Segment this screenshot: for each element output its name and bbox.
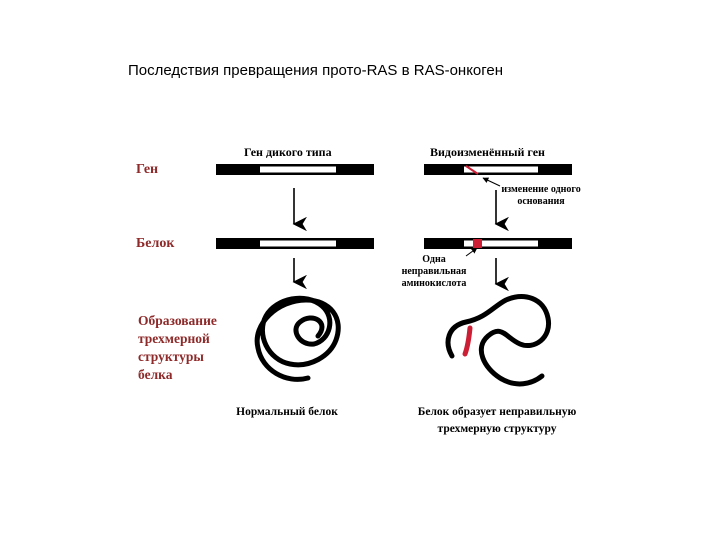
wild-protein-bar bbox=[216, 238, 374, 249]
mutation-note-line-1: изменение одного bbox=[501, 184, 581, 195]
amino-acid-note: Одна неправильная аминокислота bbox=[394, 254, 474, 290]
wild-type-header: Ген дикого типа bbox=[244, 145, 332, 159]
diagram-title: Последствия превращения прото-RAS в RAS-… bbox=[128, 62, 504, 79]
mutation-note-line-2: основания bbox=[517, 196, 565, 207]
mutant-header: Видоизменённый ген bbox=[430, 145, 545, 159]
mutant-amino-acid bbox=[473, 239, 482, 248]
folding-line-4: белка bbox=[138, 367, 173, 382]
mutation-pointer bbox=[482, 177, 501, 187]
aa-note-line-2: неправильная bbox=[401, 266, 467, 277]
folding-line-2: трехмерной bbox=[138, 331, 210, 346]
misfolded-caption-line-1: Белок образует неправильную bbox=[417, 406, 577, 418]
mutation-note: изменение одного основания bbox=[500, 184, 582, 208]
mutant-protein-bar bbox=[424, 238, 572, 249]
normal-folded-protein bbox=[254, 295, 341, 382]
row-label-protein: Белок bbox=[136, 236, 175, 251]
aa-pointer bbox=[465, 247, 478, 257]
aa-note-line-3: аминокислота bbox=[401, 278, 467, 289]
misfolded-protein bbox=[445, 294, 552, 387]
mutation-mark bbox=[465, 165, 479, 175]
row-label-folding: Образование трехмерной структуры белка bbox=[138, 312, 217, 384]
folding-line-1: Образование bbox=[138, 313, 217, 328]
normal-protein-caption: Нормальный белок bbox=[236, 406, 338, 418]
misfolded-caption-line-2: трехмерную структуру bbox=[437, 423, 557, 435]
row-label-gene: Ген bbox=[136, 162, 159, 177]
mutant-gene-bar bbox=[424, 164, 572, 175]
folding-line-3: структуры bbox=[138, 349, 204, 364]
misfolded-protein-caption: Белок образует неправильную трехмерную с… bbox=[406, 404, 588, 438]
aa-note-line-1: Одна bbox=[422, 254, 446, 265]
misfolded-red-segment bbox=[462, 325, 473, 357]
wild-gene-bar bbox=[216, 164, 374, 175]
